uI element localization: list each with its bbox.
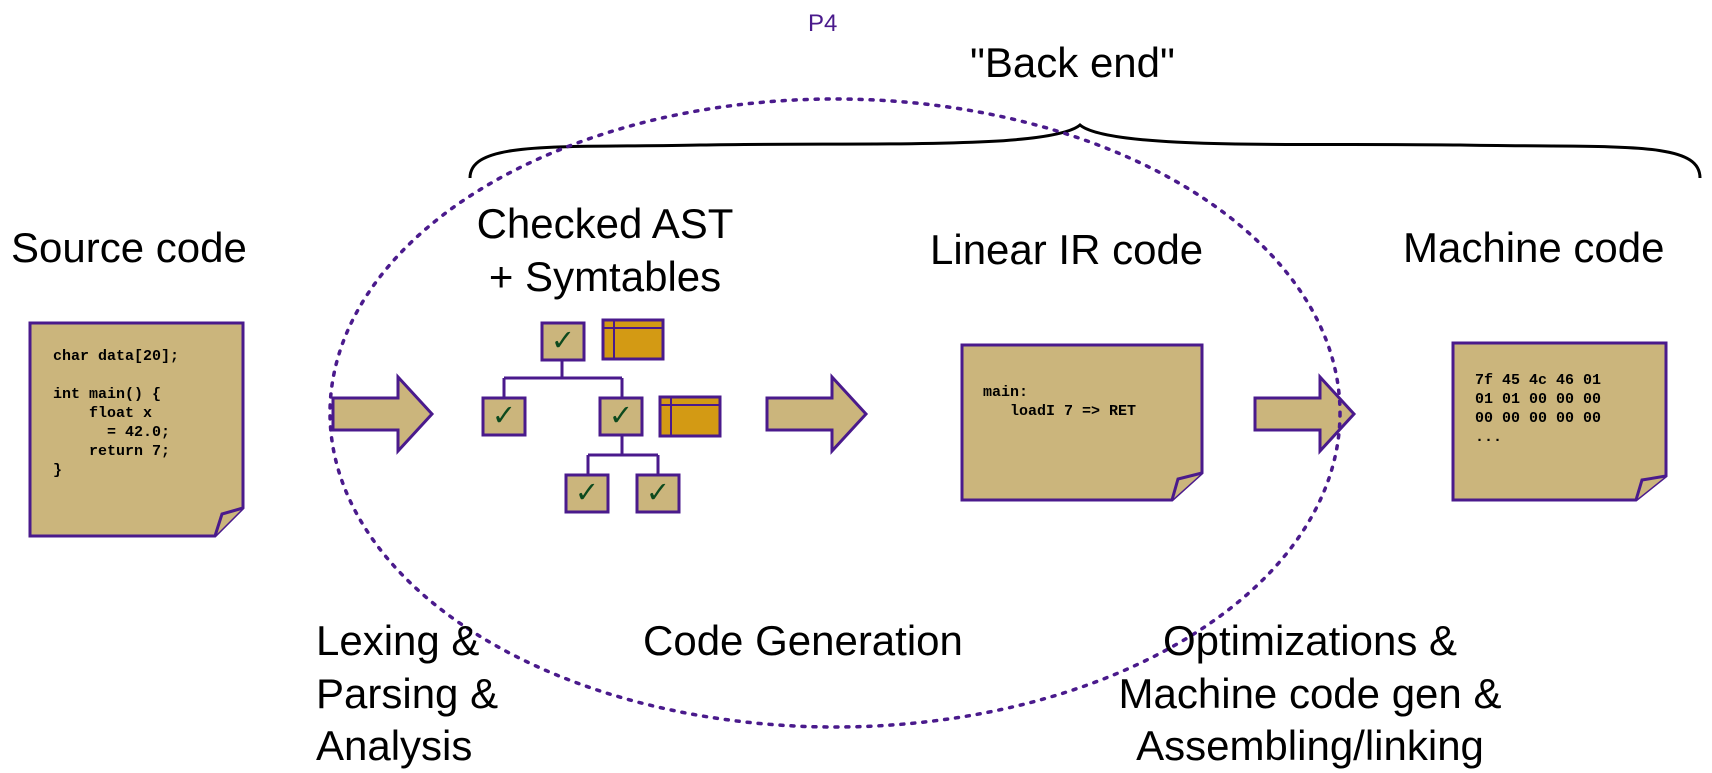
- ir-code-title: Linear IR code: [930, 226, 1204, 273]
- ast-node-leaf-1: [564, 473, 610, 514]
- ast-node-left: [481, 396, 527, 437]
- ir-code-snippet: main: loadI 7 => RET: [983, 384, 1137, 420]
- ast-title-line2: + Symtables: [488, 253, 722, 300]
- back-end-label: "Back end": [970, 39, 1175, 86]
- ast-node-root: [540, 321, 586, 362]
- arrow-right-2: [765, 373, 869, 455]
- machine-code-title: Machine code: [1403, 224, 1665, 271]
- lexing-step-line1: Lexing &: [316, 617, 480, 664]
- machine-code-document: [1451, 341, 1668, 502]
- arrow-right-1: [331, 373, 435, 455]
- checkmark-icon: ✓: [608, 398, 634, 432]
- symbol-table-icon: [658, 395, 722, 438]
- checkmark-icon: ✓: [491, 398, 517, 432]
- checkmark-icon: ✓: [550, 323, 576, 357]
- lexing-step-line3: Analysis: [316, 722, 473, 769]
- ast-node-right: [598, 396, 644, 437]
- ir-code-document: [960, 343, 1204, 502]
- arrow-right-3: [1253, 373, 1357, 455]
- lexing-step-line2: Parsing &: [316, 670, 499, 717]
- source-code-title: Source code: [11, 224, 247, 271]
- source-code-document: [28, 321, 245, 538]
- p4-label: P4: [808, 10, 838, 37]
- back-end-brace: [468, 123, 1702, 179]
- symbol-table-icon: [601, 318, 665, 361]
- p4-scope-ellipse: [328, 97, 1342, 729]
- codegen-step-label: Code Generation: [643, 617, 963, 664]
- machine-code-snippet: 7f 45 4c 46 01 01 01 00 00 00 00 00 00 0…: [1475, 372, 1602, 446]
- opt-step-line1: Optimizations &: [1162, 617, 1458, 664]
- source-code-snippet: char data[20]; int main() { float x = 42…: [53, 348, 180, 479]
- ast-title-line1: Checked AST: [476, 200, 734, 247]
- ast-tree-connectors: [502, 360, 660, 475]
- opt-step-line2: Machine code gen &: [1118, 670, 1502, 717]
- checkmark-icon: ✓: [574, 475, 600, 509]
- ast-node-leaf-2: [635, 473, 681, 514]
- opt-step-line3: Assembling/linking: [1136, 722, 1484, 769]
- checkmark-icon: ✓: [645, 475, 671, 509]
